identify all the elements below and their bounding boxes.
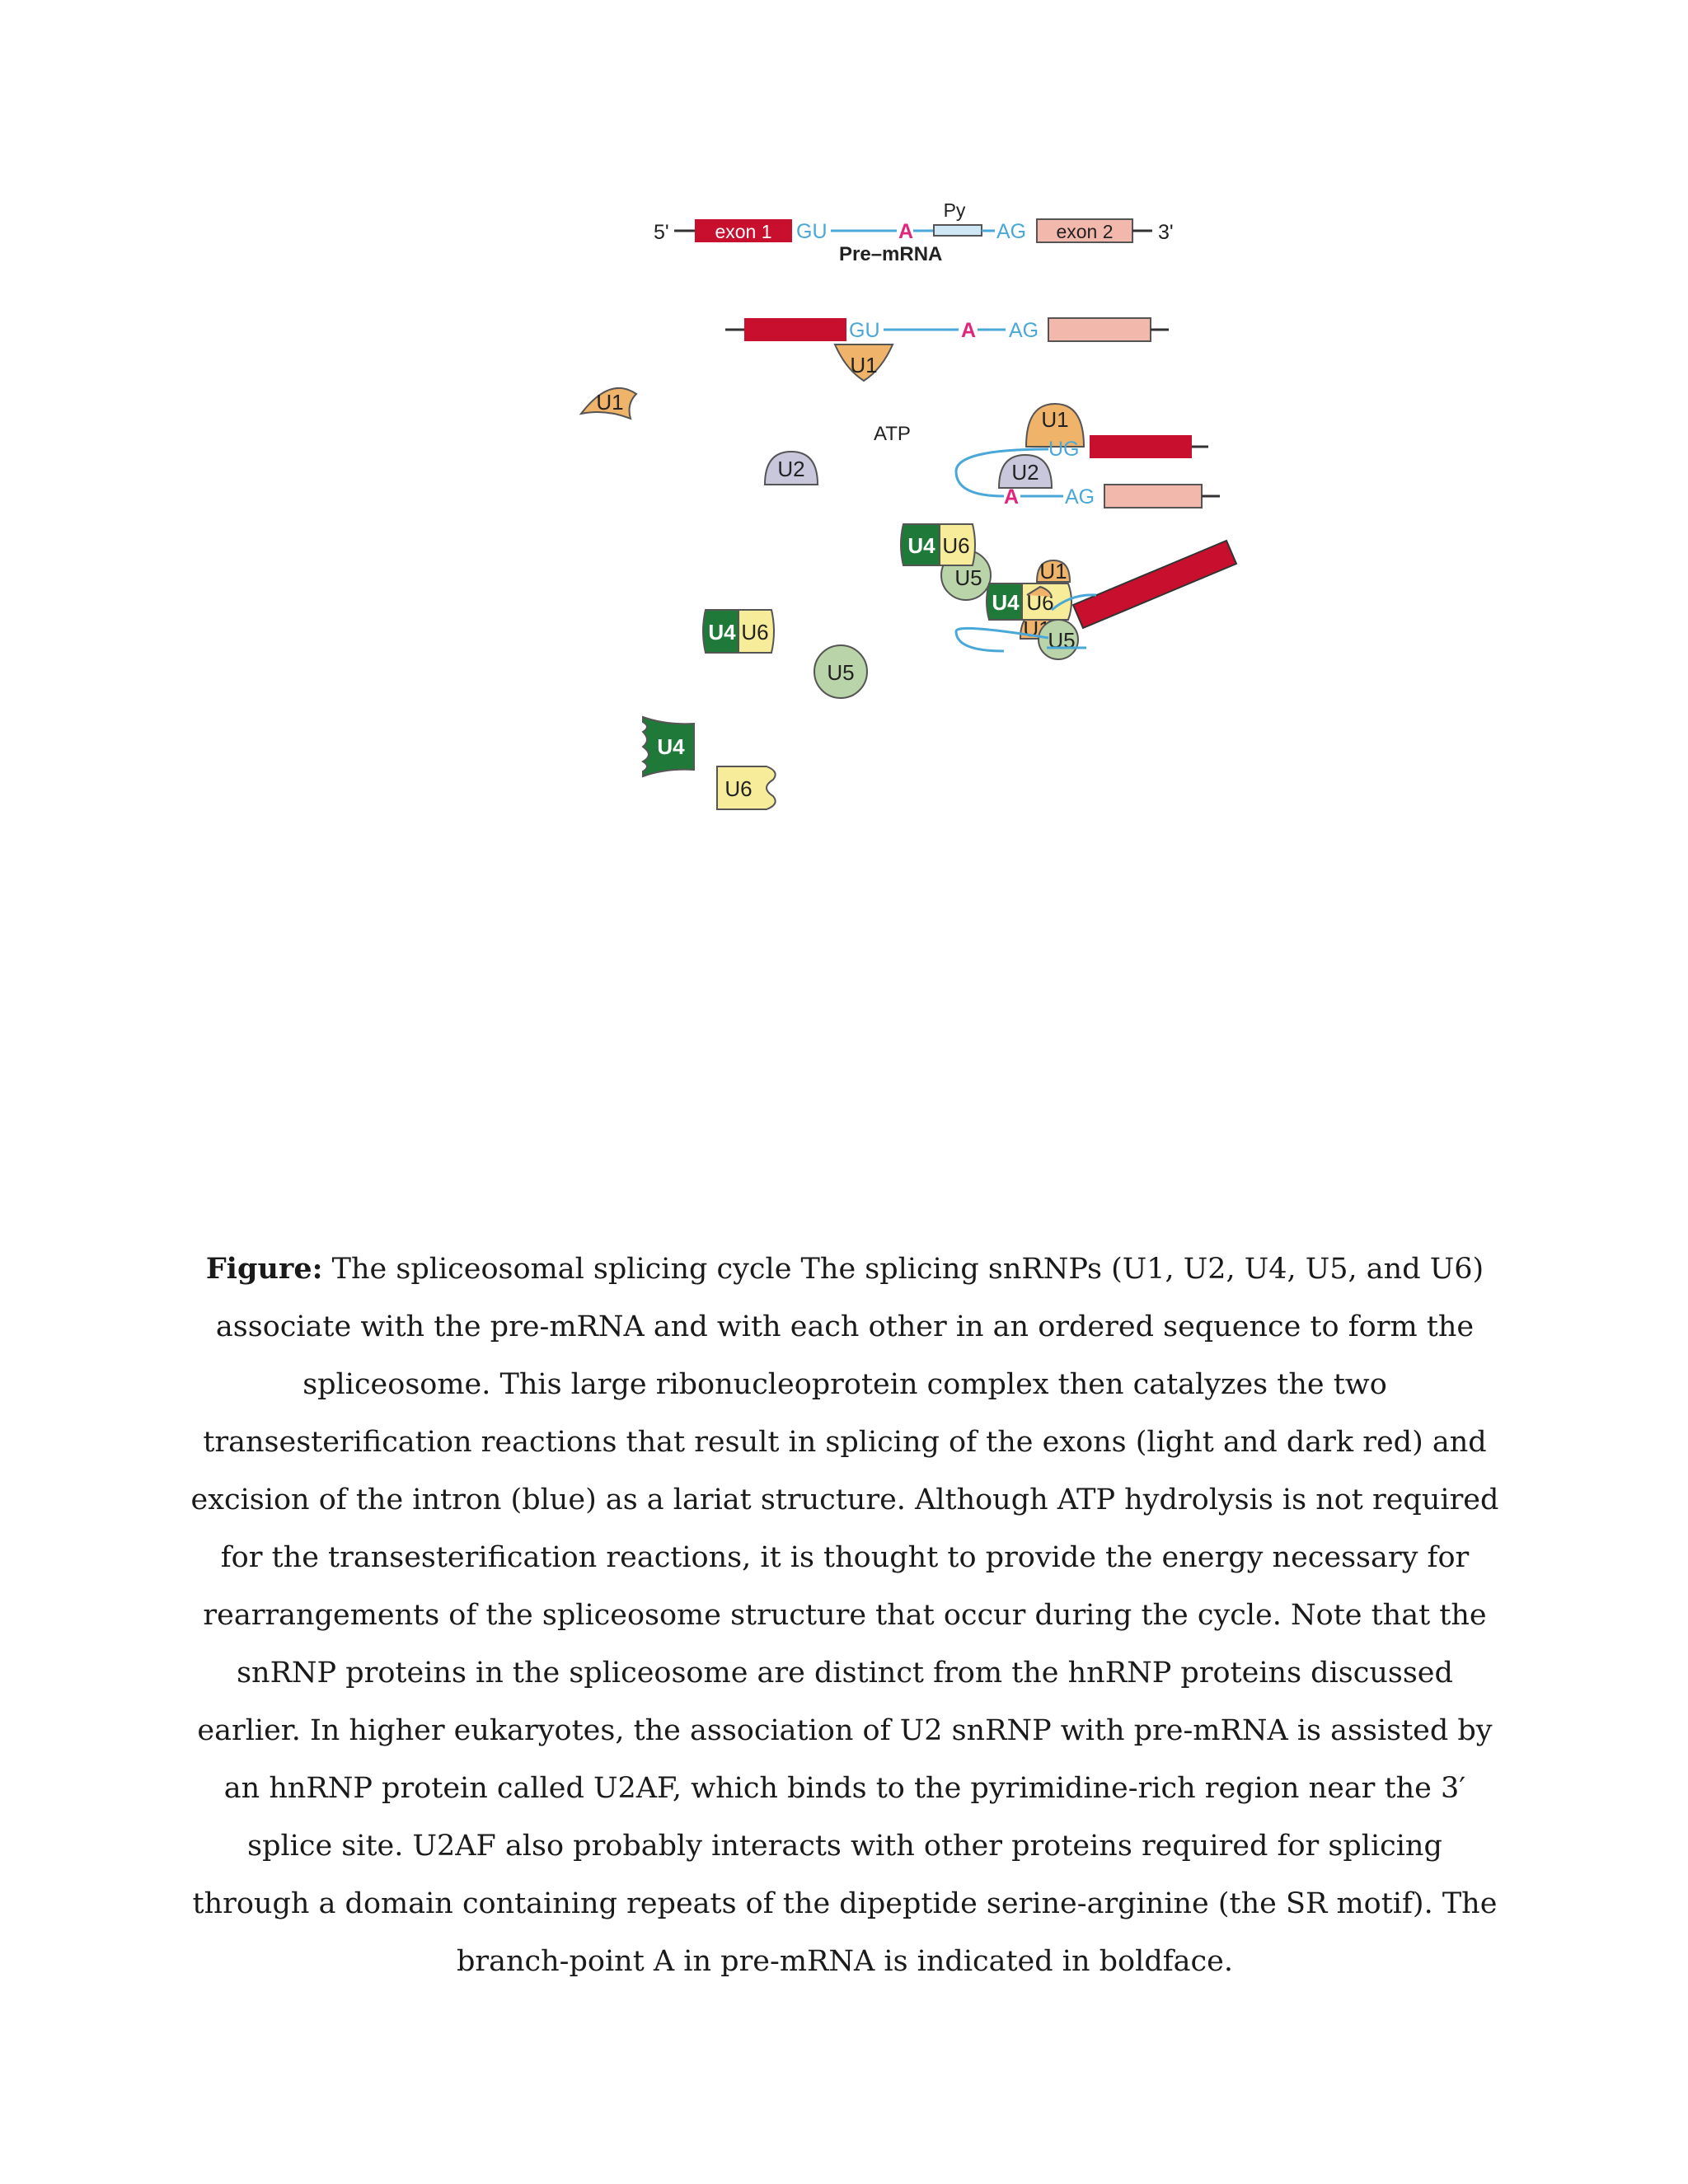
- u2-label-3: U2: [1011, 460, 1039, 485]
- pre-mrna-title: Pre–mRNA: [839, 243, 942, 265]
- branch-a-label-2: A: [961, 319, 976, 342]
- branch-a-label: A: [898, 220, 913, 243]
- exon1-label: exon 1: [715, 221, 771, 242]
- free-u5-label: U5: [827, 660, 854, 685]
- figure-caption: Figure: The spliceosomal splicing cycle …: [190, 1240, 1500, 1990]
- u1-snrnp: [833, 344, 894, 382]
- u4-u6-u5-tri-snrnp: U5 U4 U6: [900, 523, 992, 601]
- u4u6-u6-label: U6: [741, 620, 768, 644]
- caption-text: The spliceosomal splicing cycle The spli…: [190, 1253, 1499, 1978]
- spliceosome-cycle-diagram: 5' exon 1 GU A Py AG exon 2 3' Pre–mRNA …: [579, 199, 1238, 810]
- u4-u6-snrnp: U4 U6: [702, 609, 775, 654]
- free-u6: U6: [716, 766, 776, 810]
- u1-label: U1: [850, 353, 877, 377]
- u1-u2-complex: U1 UG U2 A AG: [954, 402, 1220, 509]
- ag-label-2: AG: [1009, 319, 1039, 342]
- sp-u4-label: U4: [992, 590, 1020, 615]
- free-u2: U2: [763, 450, 819, 485]
- free-u1: U1: [579, 387, 638, 420]
- tri-u4-label: U4: [907, 533, 935, 558]
- free-u2-label: U2: [777, 457, 804, 481]
- caption-label: Figure:: [205, 1252, 323, 1286]
- u4u6-u4-label: U4: [708, 620, 736, 644]
- exon1-box: [695, 219, 792, 242]
- u1-label-3: U1: [1041, 407, 1068, 432]
- u1-bound-complex: GU A AG U1: [725, 317, 1169, 382]
- py-label: Py: [944, 199, 966, 221]
- free-u4: U4: [641, 715, 696, 778]
- gu-label-2: GU: [849, 319, 880, 342]
- three-prime-label: 3': [1158, 221, 1174, 244]
- sp-u1b-label: U1: [1039, 559, 1067, 583]
- five-prime-label: 5': [654, 221, 669, 244]
- free-u6-label: U6: [724, 776, 752, 801]
- tri-u5-label: U5: [954, 565, 982, 590]
- py-tract: [933, 224, 982, 237]
- tri-u6-label: U6: [942, 533, 969, 558]
- exon2-label: exon 2: [1056, 221, 1113, 242]
- ug-label: UG: [1048, 438, 1080, 461]
- exon2-box: [1036, 218, 1133, 243]
- branch-a-label-3: A: [1004, 485, 1019, 509]
- ag-label: AG: [996, 220, 1026, 243]
- spliceosome-complex: U1 U5 U4 U6 U1: [954, 539, 1238, 660]
- ag-label-3: AG: [1065, 485, 1095, 509]
- atp-label-1: ATP: [874, 423, 911, 445]
- gu-label: GU: [796, 220, 828, 243]
- pre-mrna: 5' exon 1 GU A Py AG exon 2 3' Pre–mRNA: [654, 199, 1174, 265]
- free-u1-label: U1: [596, 390, 623, 415]
- free-u5: U5: [814, 644, 868, 699]
- free-u4-label: U4: [657, 734, 685, 759]
